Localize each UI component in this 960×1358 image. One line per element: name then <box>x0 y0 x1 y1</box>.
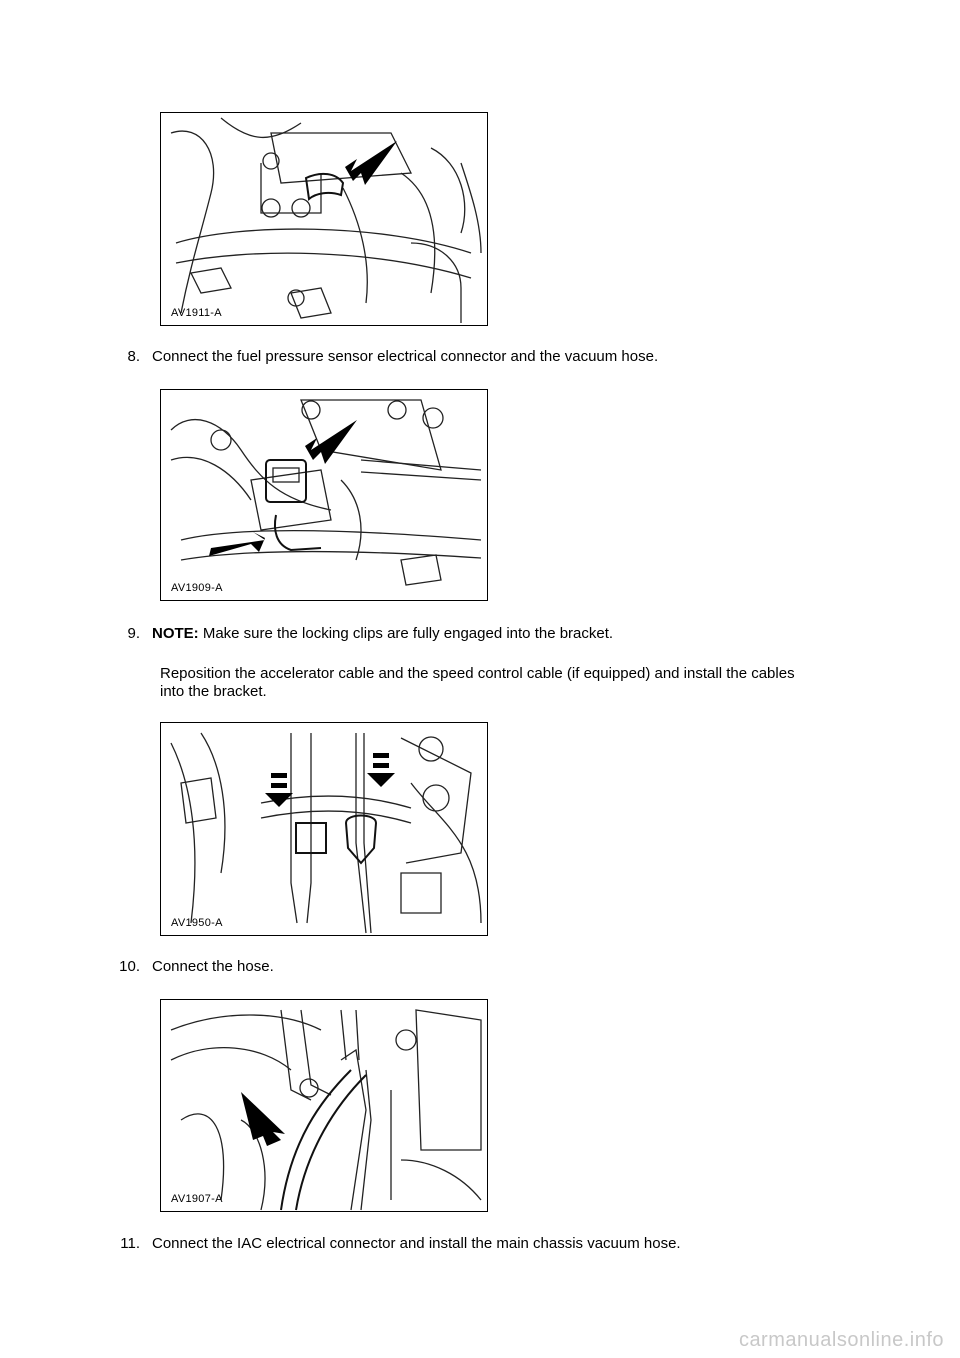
note-label: NOTE: <box>152 625 199 642</box>
step-text: Connect the IAC electrical connector and… <box>152 1235 681 1252</box>
figure-label: AV1907-A <box>171 1193 223 1205</box>
step-text: Connect the fuel pressure sensor electri… <box>152 348 659 365</box>
engine-illustration-av1909 <box>170 399 482 586</box>
dashed-arrow-left <box>265 773 293 807</box>
dashed-arrow-right <box>367 753 395 787</box>
figure-av1907: AV1907-A <box>160 999 488 1212</box>
figure-av1909: AV1909-A <box>160 389 488 601</box>
step-text: Connect the hose. <box>152 958 274 975</box>
figure-label: AV1911-A <box>171 307 222 319</box>
step-9-body: Reposition the accelerator cable and the… <box>160 665 795 701</box>
figure-av1950: AV1950-A <box>160 722 488 936</box>
step-number: 8. <box>127 348 140 365</box>
step-9-body-line-1: Reposition the accelerator cable and the… <box>160 665 795 682</box>
note-line: NOTE: Make sure the locking clips are fu… <box>152 625 613 643</box>
note-text: Make sure the locking clips are fully en… <box>198 625 614 642</box>
engine-illustration-av1950 <box>170 732 482 934</box>
engine-illustration-av1907 <box>170 1009 482 1211</box>
step-9-body-line-2: into the bracket. <box>160 683 267 700</box>
figure-av1911: AV1911-A <box>160 112 488 326</box>
figure-label: AV1909-A <box>171 582 223 594</box>
watermark: carmanualsonline.info <box>738 1329 944 1351</box>
step-number: 9. <box>127 625 140 642</box>
step-number: 11. <box>120 1235 140 1252</box>
engine-illustration-av1911 <box>170 117 482 323</box>
figure-label: AV1950-A <box>171 917 223 929</box>
step-number: 10. <box>119 958 140 975</box>
